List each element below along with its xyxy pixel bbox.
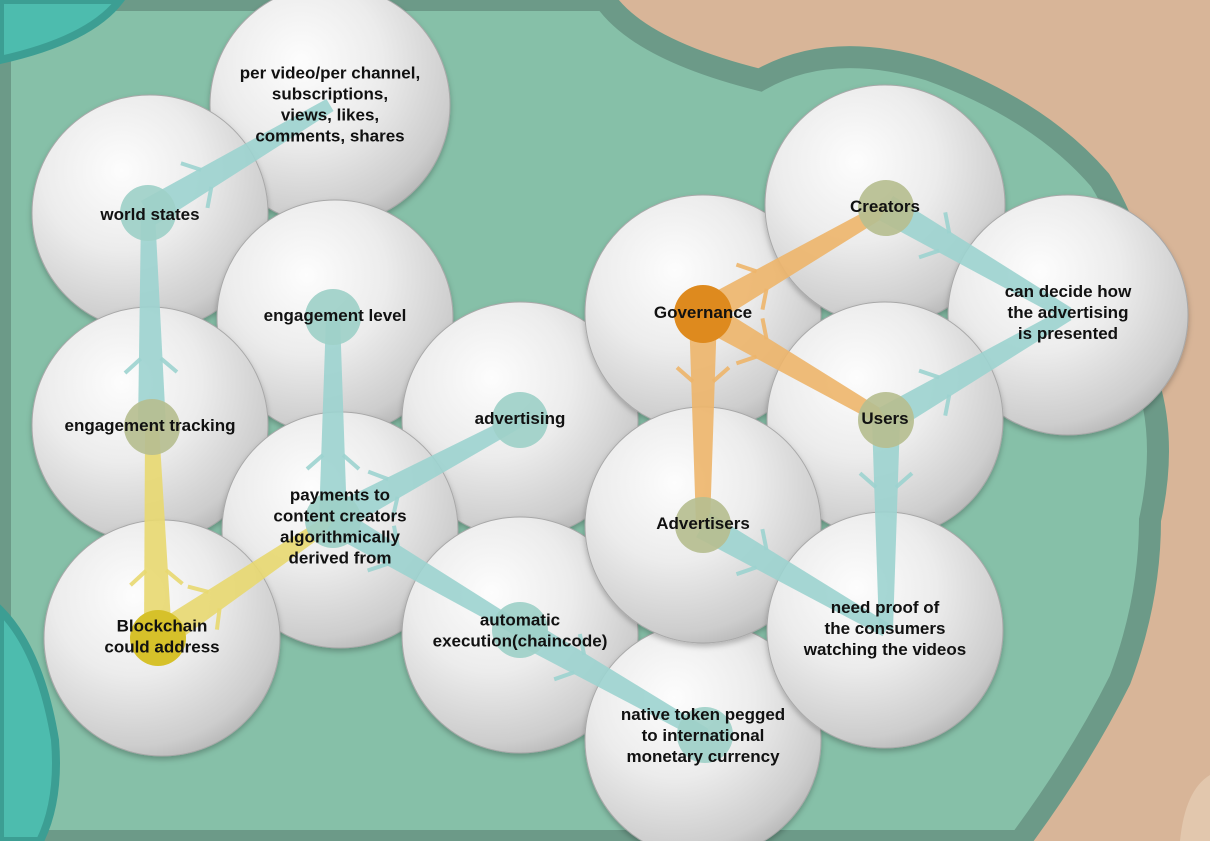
link-blockchain-to-payments [150, 514, 337, 650]
node-dot-governance [674, 285, 732, 343]
link-payments-to-advertising [326, 413, 524, 533]
label-advertising: advertising [475, 409, 566, 428]
label-line: automatic [480, 611, 560, 630]
label-world-states: world states [99, 205, 199, 224]
teal-blob-bottom-left [0, 604, 60, 841]
label-engagement-tracking: engagement tracking [65, 416, 236, 435]
link-blockchain-to-engagement-tracking [129, 426, 184, 639]
label-line: the consumers [825, 619, 946, 638]
label-line: comments, shares [255, 127, 404, 146]
label-creators: Creators [850, 197, 920, 216]
label-governance: Governance [654, 303, 752, 322]
node-dot-native-token [677, 707, 733, 763]
node-dot-payments [305, 492, 361, 548]
links-layer [123, 98, 1072, 742]
link-world-states-to-per-video [140, 98, 334, 226]
label-line: per video/per channel, [240, 64, 420, 83]
label-line: advertising [475, 409, 566, 428]
link-users-to-need-proof [858, 420, 914, 630]
node-dot-users [858, 392, 914, 448]
node-dot-advertisers [675, 497, 731, 553]
node-dot-world-states [120, 185, 176, 241]
node-dot-engagement-level [305, 289, 361, 345]
label-line: Blockchain [117, 617, 208, 636]
label-need-proof: need proof of the consumers watching the v… [803, 598, 966, 659]
label-engagement-level: engagement level [264, 306, 407, 325]
label-line: payments to [290, 486, 390, 505]
link-governance-to-users [695, 301, 890, 427]
label-line: engagement level [264, 306, 407, 325]
label-line: monetary currency [626, 747, 780, 766]
label-line: Creators [850, 197, 920, 216]
label-can-decide: can decide how the advertising is presente… [1005, 282, 1132, 343]
label-line: algorithmically [280, 528, 401, 547]
label-line: could address [104, 638, 219, 657]
label-line: Users [861, 409, 908, 428]
link-creators-to-can-decide [878, 195, 1072, 321]
label-line: native token pegged [621, 705, 785, 724]
label-line: watching the videos [803, 640, 966, 659]
node-dot-automatic-execution [492, 602, 548, 658]
link-payments-to-automatic-execution [325, 507, 524, 637]
label-line: derived from [289, 549, 392, 568]
label-line: views, likes, [281, 106, 379, 125]
tan-corner-bottom-right [1180, 775, 1210, 841]
label-automatic-execution: automatic execution(chaincode) [433, 611, 608, 651]
link-advertisers-to-need-proof [696, 512, 890, 637]
label-line: to international [642, 726, 765, 745]
link-engagement-tracking-to-world-states [123, 212, 179, 428]
teal-blob-top-left [0, 0, 126, 65]
label-line: is presented [1018, 324, 1118, 343]
label-line: the advertising [1008, 303, 1129, 322]
link-users-to-can-decide [878, 307, 1072, 433]
dots-layer [120, 180, 914, 763]
label-native-token: native token pegged to international monet… [621, 705, 785, 766]
label-line: Advertisers [656, 514, 750, 533]
link-automatic-execution-to-native-token [513, 617, 709, 742]
link-governance-to-advertisers [675, 314, 731, 525]
label-line: execution(chaincode) [433, 632, 608, 651]
label-line: subscriptions, [272, 85, 388, 104]
label-advertisers: Advertisers [656, 514, 750, 533]
label-users: Users [861, 409, 908, 428]
label-line: content creators [273, 507, 406, 526]
node-dot-engagement-tracking [124, 399, 180, 455]
node-dot-advertising [492, 392, 548, 448]
node-dot-creators [858, 180, 914, 236]
node-dot-blockchain [130, 610, 186, 666]
labels-layer: per video/per channel, subscriptions, view… [65, 64, 1133, 767]
link-governance-to-creators [695, 201, 890, 327]
label-blockchain: Blockchain could address [104, 617, 219, 657]
label-line: engagement tracking [65, 416, 236, 435]
label-payments: payments to content creators algorithmical… [273, 486, 406, 568]
label-line: need proof of [831, 598, 940, 617]
label-line: Governance [654, 303, 752, 322]
link-payments-to-engagement-level [305, 317, 361, 520]
label-per-video: per video/per channel, subscriptions, view… [240, 64, 420, 146]
label-line: can decide how [1005, 282, 1132, 301]
label-line: world states [99, 205, 199, 224]
